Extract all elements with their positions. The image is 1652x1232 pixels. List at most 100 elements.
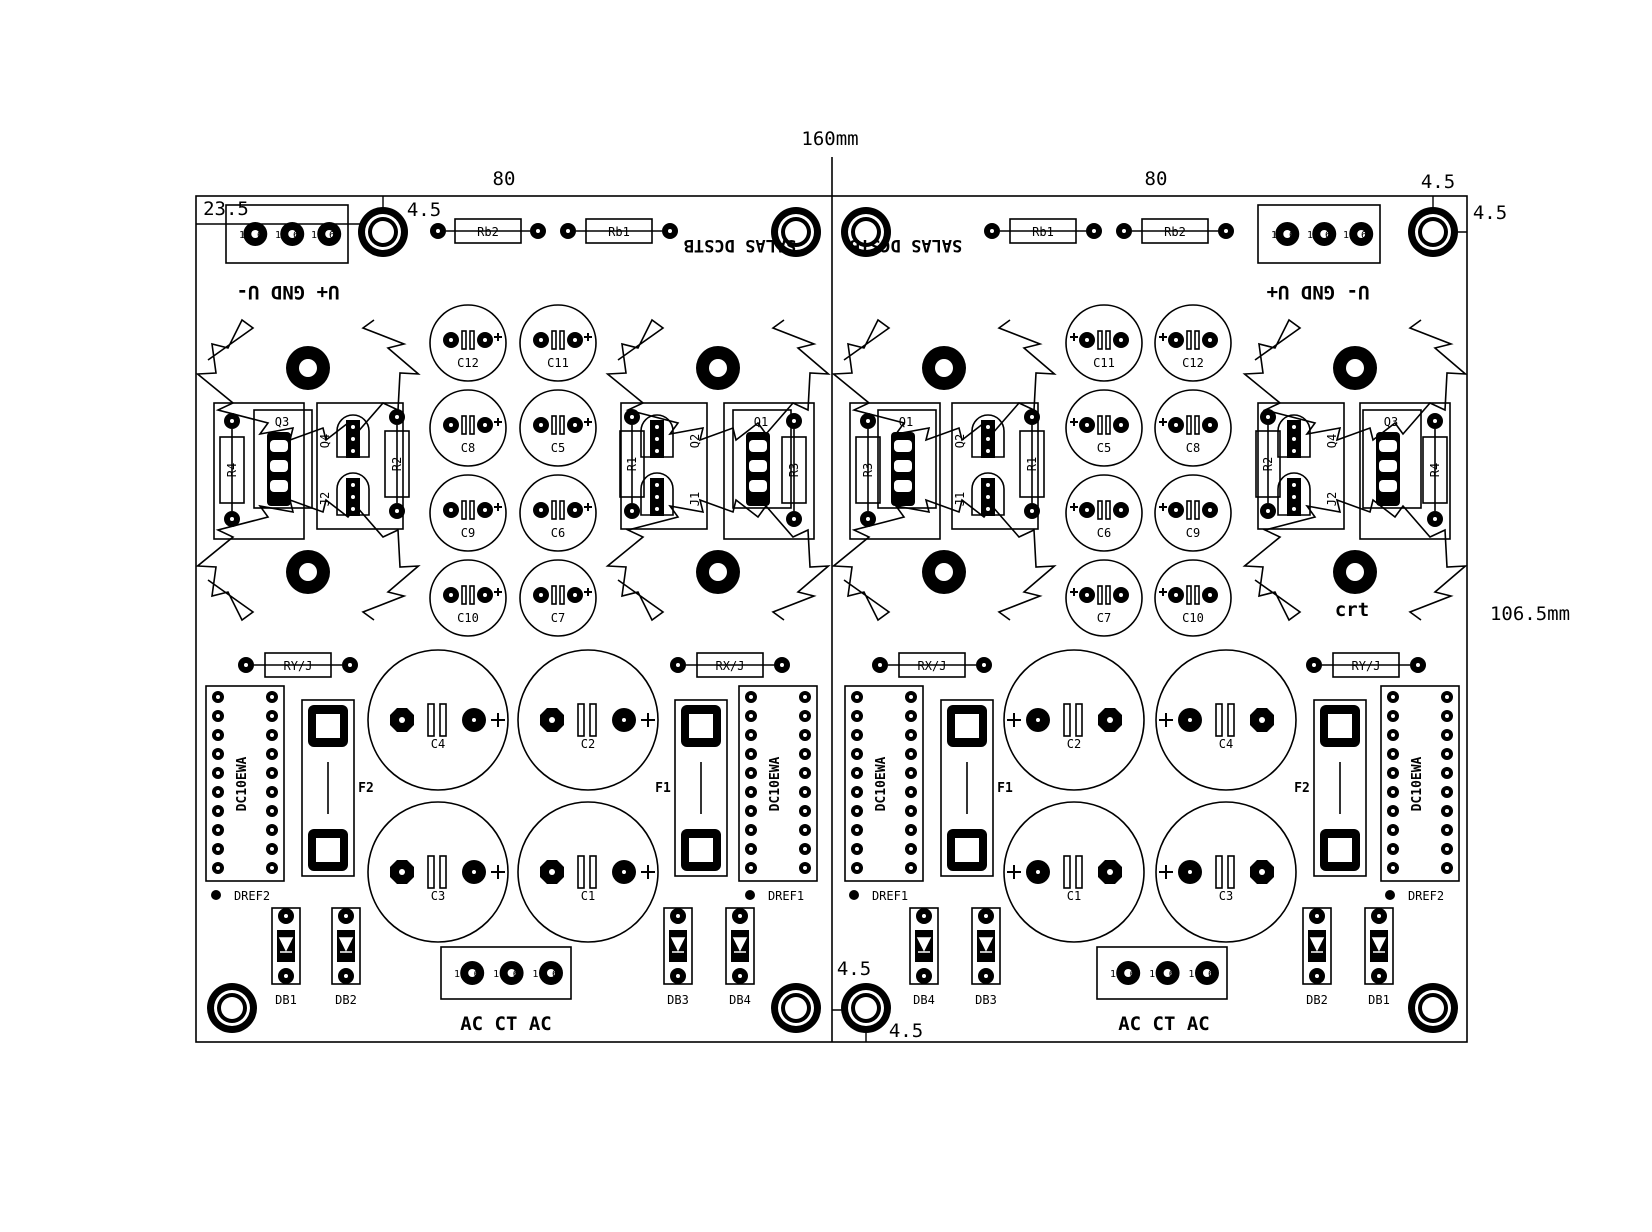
- pad-drill: [1085, 338, 1089, 342]
- pad-drill: [573, 423, 577, 427]
- pad-drill: [1391, 695, 1395, 699]
- pad-drill: [1036, 718, 1040, 722]
- pad-drill: [909, 771, 913, 775]
- pad-drill: [270, 866, 274, 870]
- pad-drill: [351, 507, 355, 511]
- dimension-hole-offset: 4.5: [1473, 202, 1507, 224]
- pad-drill: [622, 870, 626, 874]
- resistor-body: [855, 436, 881, 504]
- transistor-to92-outline: [640, 472, 674, 516]
- pad-drill: [351, 495, 355, 499]
- pad-drill: [655, 483, 659, 487]
- pad-drill: [1119, 338, 1123, 342]
- pad-drill: [803, 695, 807, 699]
- ic-outline: [844, 685, 924, 882]
- capacitor-plate: [1194, 500, 1200, 520]
- reference-dot: [211, 890, 221, 900]
- capacitor-plate: [1215, 855, 1223, 889]
- pad-drill: [803, 790, 807, 794]
- capacitor-outline: [1154, 474, 1232, 552]
- power-connector-label: U+ GND U-: [237, 281, 340, 303]
- terminal-pin-label: 6: [474, 969, 480, 980]
- ic-label: DC10EWA: [235, 756, 250, 811]
- pad-drill: [536, 229, 540, 233]
- terminal-pin-label: 1: [275, 230, 281, 241]
- pad-drill: [216, 828, 220, 832]
- pad-drill: [244, 663, 248, 667]
- terminal-pin-label: 6: [513, 969, 519, 980]
- dimension-connector-offset: 23.5: [203, 198, 249, 220]
- heatsink-screw-hole: [935, 359, 953, 377]
- pad-drill: [1174, 593, 1178, 597]
- pad-drill: [1445, 866, 1449, 870]
- polarity-plus: [1070, 503, 1078, 511]
- capacitor-plate: [1227, 703, 1235, 737]
- pad-drill: [909, 866, 913, 870]
- fuse-clip-hole: [1328, 838, 1352, 862]
- capacitor-plate: [1105, 585, 1111, 605]
- pad-drill: [1292, 483, 1296, 487]
- resistor-label: Rb2: [1164, 225, 1186, 239]
- pad-drill: [1377, 914, 1381, 918]
- pad-drill: [676, 663, 680, 667]
- polarity-plus: [1007, 713, 1021, 727]
- pad-drill: [855, 733, 859, 737]
- transistor-label: Q2: [953, 434, 967, 448]
- transistor-label: Q3: [275, 415, 289, 429]
- transistor-to92-outline: [971, 472, 1005, 516]
- pad-drill: [483, 593, 487, 597]
- pad-drill: [749, 733, 753, 737]
- pad-drill: [749, 809, 753, 813]
- pad-drill: [216, 790, 220, 794]
- capacitor-plate: [551, 330, 557, 350]
- pad-drill: [655, 437, 659, 441]
- pad-drill: [738, 974, 742, 978]
- capacitor-label: C11: [1093, 356, 1115, 370]
- pad-drill: [855, 695, 859, 699]
- power-connector-label: U- GND U+: [1267, 281, 1370, 303]
- pad-drill: [539, 338, 543, 342]
- terminal-block-outline: [440, 946, 572, 1000]
- component-layer: [195, 204, 1468, 1033]
- pad-drill: [1445, 790, 1449, 794]
- capacitor-plate: [1075, 855, 1083, 889]
- polarity-plus: [1070, 418, 1078, 426]
- pad-drill: [539, 508, 543, 512]
- pad-drill: [395, 509, 399, 513]
- diode-symbol: [916, 937, 932, 953]
- terminal-drill: [1357, 230, 1366, 238]
- pad-drill: [749, 771, 753, 775]
- fuse-label: F1: [655, 781, 671, 796]
- terminal-pin-label: 1: [1110, 969, 1116, 980]
- capacitor-outline: [429, 474, 507, 552]
- pad-drill: [749, 714, 753, 718]
- capacitor-plate: [1186, 500, 1192, 520]
- capacitor-label: C6: [1097, 526, 1111, 540]
- pad-drill: [986, 483, 990, 487]
- reference-dot: [849, 890, 859, 900]
- fuse-clip-hole: [689, 838, 713, 862]
- transistor-pin: [1379, 480, 1397, 492]
- pad-drill: [738, 914, 742, 918]
- pad-drill: [1092, 229, 1096, 233]
- pad-drill: [1391, 771, 1395, 775]
- fuse-clip-hole: [955, 838, 979, 862]
- pad-drill: [344, 914, 348, 918]
- pad-drill: [483, 338, 487, 342]
- transistor-label: Q4: [318, 434, 332, 448]
- pad-drill: [986, 437, 990, 441]
- pad-drill: [803, 828, 807, 832]
- polarity-plus: [491, 713, 505, 727]
- fuse-holder-outline: [301, 699, 355, 877]
- polarity-plus: [1070, 333, 1078, 341]
- terminal-block-outline: [1257, 204, 1381, 264]
- brand-label: SALAS DCSTB: [684, 235, 797, 255]
- terminal-drill: [1320, 230, 1329, 238]
- pad-drill: [866, 517, 870, 521]
- pad-drill: [1445, 847, 1449, 851]
- diode-label: DB2: [1306, 993, 1328, 1007]
- mounting-hole-drill: [855, 221, 877, 243]
- pad-drill: [909, 695, 913, 699]
- diode-symbol: [278, 937, 294, 953]
- pad-drill: [348, 663, 352, 667]
